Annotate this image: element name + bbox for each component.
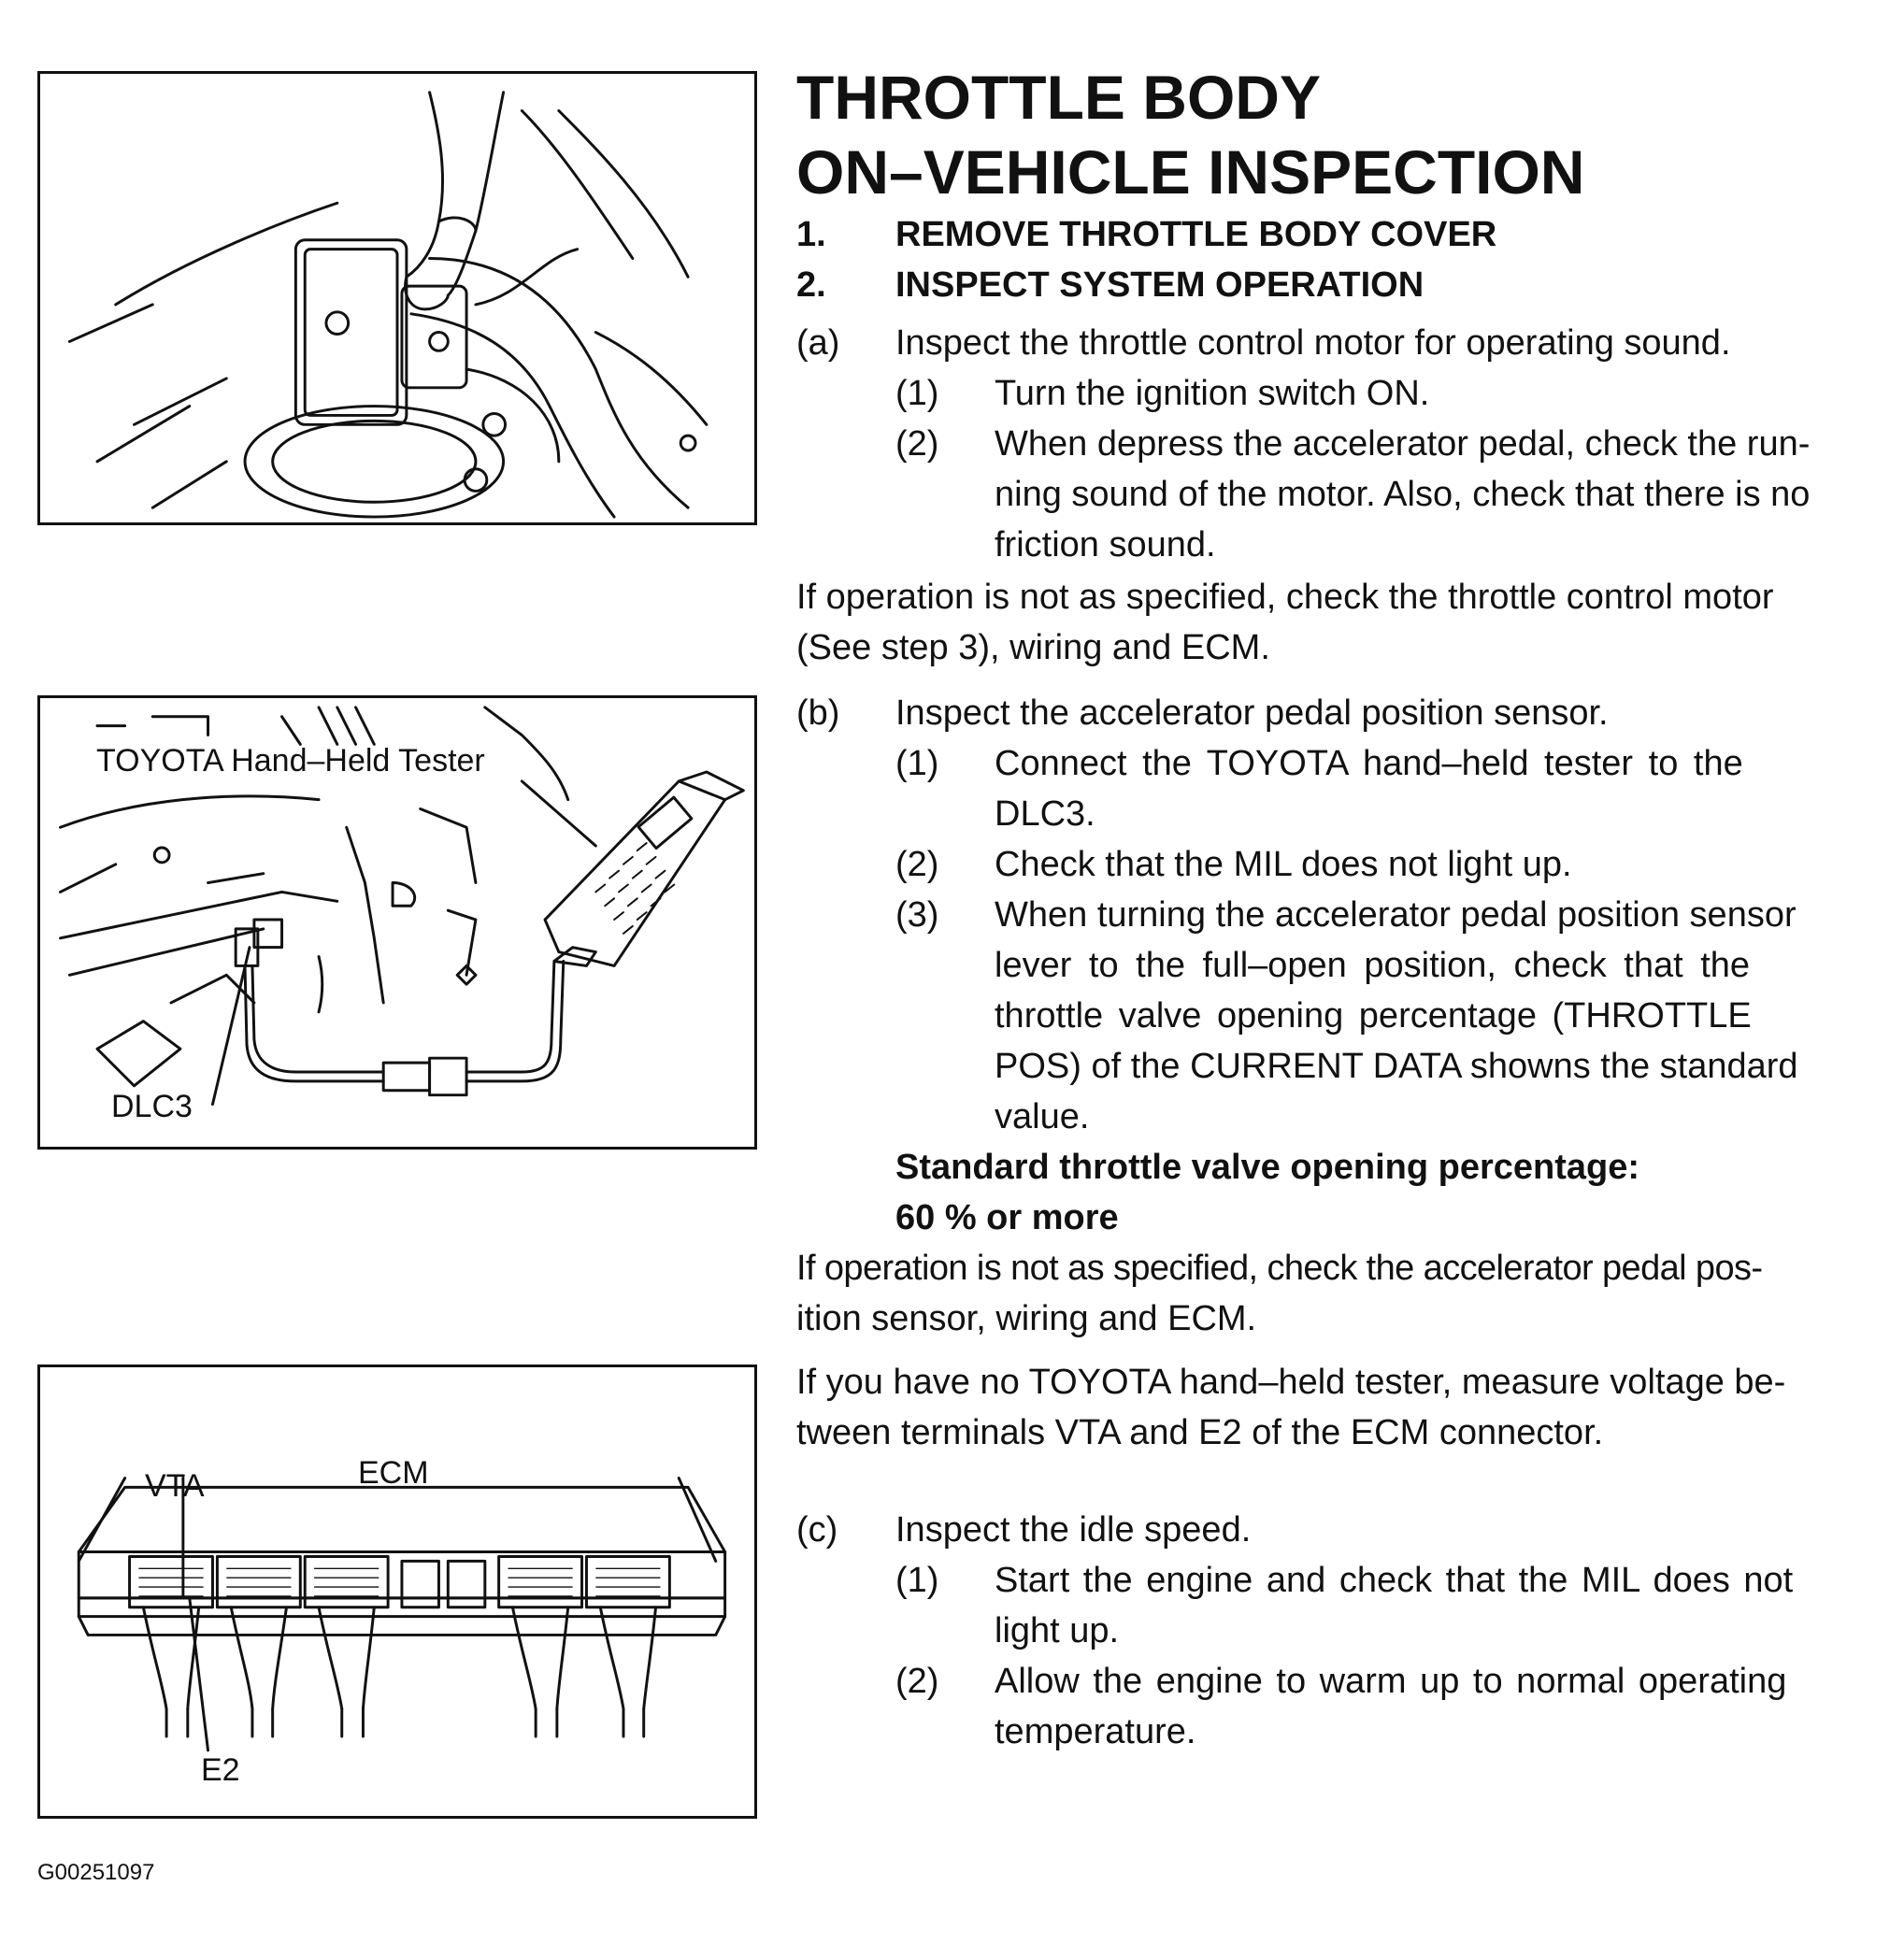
b-item-2-text: Check that the MIL does not light up. <box>995 845 1572 884</box>
page-title: THROTTLE BODY <box>796 63 1321 132</box>
figure-throttle-body <box>37 71 757 525</box>
section-b-label: (b) <box>796 693 840 733</box>
b-note-line-1: If operation is not as specified, check … <box>796 1249 1763 1288</box>
a-item-1-text: Turn the ignition switch ON. <box>995 374 1430 413</box>
b-note-line-2: ition sensor, wiring and ECM. <box>796 1299 1257 1338</box>
c-item-2-line-1: Allow the engine to warm up to normal op… <box>995 1662 1787 1701</box>
ecm-label: ECM <box>358 1455 429 1491</box>
page-subtitle: ON–VEHICLE INSPECTION <box>796 137 1585 207</box>
section-a-label: (a) <box>796 323 840 363</box>
b-item-2-number: (2) <box>895 845 939 884</box>
tester-label: TOYOTA Hand–Held Tester <box>96 743 485 779</box>
section-a-text: Inspect the throttle control motor for o… <box>895 323 1731 363</box>
a-item-2-line-2: ning sound of the motor. Also, check tha… <box>995 475 1811 514</box>
dlc3-label: DLC3 <box>111 1089 193 1124</box>
tester-connection-illustration <box>59 706 745 1107</box>
figure-code: G00251097 <box>37 1860 155 1885</box>
a-item-2-line-1: When depress the accelerator pedal, chec… <box>995 424 1811 464</box>
b-item-3-line-3: throttle valve opening percentage (THROT… <box>995 996 1752 1036</box>
figure-tester-connection: TOYOTA Hand–Held Tester DLC3 <box>37 695 757 1150</box>
e2-label: E2 <box>201 1752 240 1788</box>
b-item-3-number: (3) <box>895 895 939 935</box>
step-1-text: REMOVE THROTTLE BODY COVER <box>895 215 1497 254</box>
b-item-3-line-5: value. <box>995 1097 1090 1136</box>
b-item-1-line-2: DLC3. <box>995 794 1095 834</box>
throttle-body-illustration <box>67 91 709 519</box>
b-item-1-number: (1) <box>895 744 939 783</box>
a-item-2-number: (2) <box>895 424 939 464</box>
section-c-text: Inspect the idle speed. <box>895 1510 1252 1550</box>
step-2-text: INSPECT SYSTEM OPERATION <box>895 265 1424 305</box>
figure-ecm-connector: VTA ECM E2 <box>37 1364 757 1819</box>
a-note-line-2: (See step 3), wiring and ECM. <box>796 628 1270 667</box>
standard-value-heading: Standard throttle valve opening percenta… <box>895 1148 1640 1187</box>
c-item-2-line-2: temperature. <box>995 1712 1196 1751</box>
vta-label: VTA <box>145 1468 205 1504</box>
c-item-1-line-2: light up. <box>995 1611 1120 1650</box>
c-item-1-line-1: Start the engine and check that the MIL … <box>995 1561 1794 1600</box>
ecm-connector-illustration <box>77 1477 727 1752</box>
a-note-line-1: If operation is not as specified, check … <box>796 578 1774 617</box>
a-item-1-number: (1) <box>895 374 939 413</box>
b-note2-line-1: If you have no TOYOTA hand–held tester, … <box>796 1363 1786 1402</box>
step-1-number: 1. <box>796 215 826 254</box>
section-b-text: Inspect the accelerator pedal position s… <box>895 693 1609 733</box>
c-item-1-number: (1) <box>895 1561 939 1600</box>
standard-value: 60 % or more <box>895 1198 1119 1237</box>
step-2-number: 2. <box>796 265 826 305</box>
section-c-label: (c) <box>796 1510 838 1550</box>
c-item-2-number: (2) <box>895 1662 939 1701</box>
b-item-3-line-1: When turning the accelerator pedal posit… <box>995 895 1797 935</box>
b-item-3-line-2: lever to the full–open position, check t… <box>995 946 1751 985</box>
a-item-2-line-3: friction sound. <box>995 525 1216 564</box>
b-note2-line-2: tween terminals VTA and E2 of the ECM co… <box>796 1413 1604 1452</box>
b-item-3-line-4: POS) of the CURRENT DATA showns the stan… <box>995 1047 1798 1086</box>
b-item-1-line-1: Connect the TOYOTA hand–held tester to t… <box>995 744 1743 783</box>
